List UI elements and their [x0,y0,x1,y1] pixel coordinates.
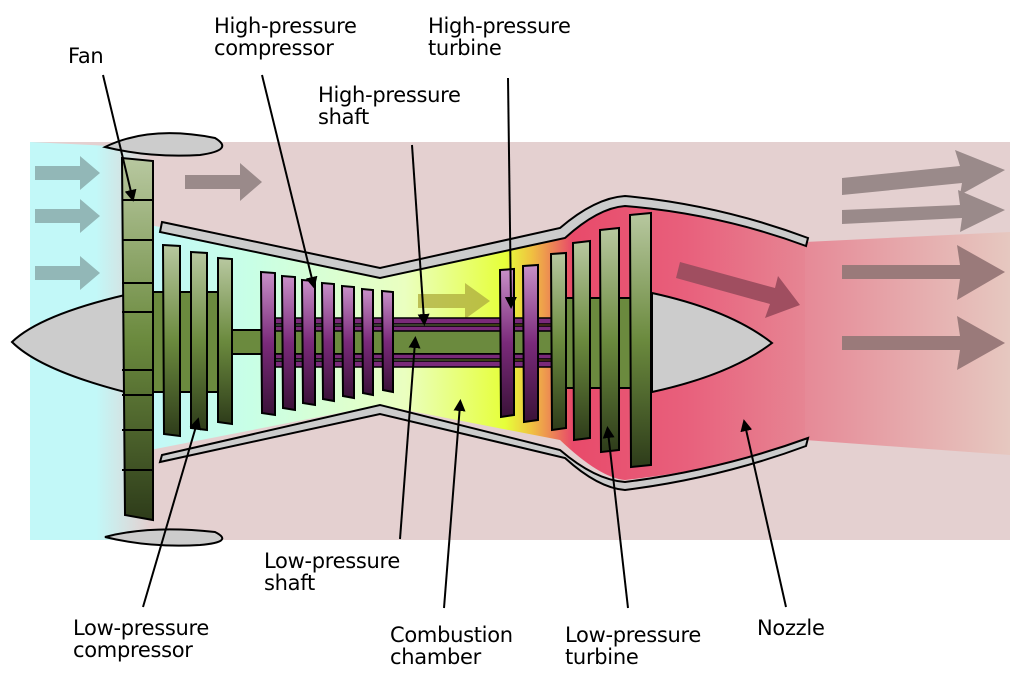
inlet-arrow-icons [35,156,100,290]
label-fan: Fan [68,44,104,68]
nacelle-top [102,132,224,157]
lp-compressor-drum [149,291,223,393]
fan-blades [120,156,154,522]
tail-cone [651,291,774,394]
label-lp-turbine: Low-pressure turbine [565,623,702,669]
exhaust-arrow-icons [842,150,1005,370]
label-hp-shaft: High-pressure shaft [318,83,461,129]
label-nozzle: Nozzle [757,616,825,640]
bypass-arrow-icon [185,163,262,201]
lp-compressor-blades [161,243,233,438]
lp-turbine-blades [549,211,652,469]
core-casing-top [158,194,810,280]
label-lp-compressor: Low-pressure compressor [73,616,210,662]
spinner [10,293,126,394]
core-casing-bottom [158,403,810,492]
core-exhaust-arrow-icon [676,262,800,318]
label-lp-shaft: Low-pressure shaft [264,549,401,595]
combustion-arrow-icon [418,283,490,319]
leader-lines [102,74,787,609]
label-combustion-chamber: Combustion chamber [390,623,513,669]
label-hp-compressor: High-pressure compressor [214,14,357,60]
hp-compressor-blades [259,270,394,417]
label-hp-turbine: High-pressure turbine [428,14,571,60]
